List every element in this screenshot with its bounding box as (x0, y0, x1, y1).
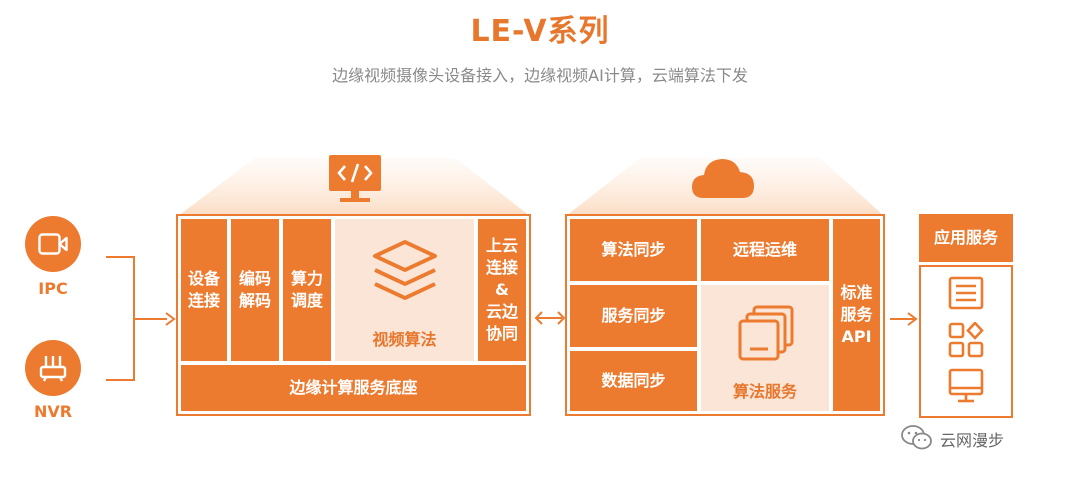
nvr-label: NVR (33, 402, 73, 421)
page-subtitle: 边缘视频摄像头设备接入，边缘视频AI计算，云端算法下发 (332, 66, 748, 85)
service-sync-cell: 服务同步 (570, 285, 697, 347)
nvr-connector (106, 379, 134, 381)
arrow-right-icon (165, 312, 176, 326)
ipc-label: IPC (38, 279, 68, 298)
cloud-icon (692, 159, 754, 198)
stacked-cards-icon (738, 305, 794, 361)
device-to-edge-line (133, 318, 167, 320)
cloud-app-line (890, 318, 914, 320)
monitor-icon (948, 368, 984, 403)
device-access-cell: 设备 连接 (181, 219, 227, 361)
watermark-text: 云网漫步 (940, 431, 1005, 450)
edge-base-cell: 边缘计算服务底座 (181, 365, 526, 411)
video-algorithm-label: 视频算法 (372, 330, 437, 349)
edge-cloud-line (536, 317, 562, 319)
wechat-icon (901, 425, 932, 450)
algo-service-label: 算法服务 (732, 382, 797, 401)
ipc-connector (106, 256, 134, 258)
page-title: LE-V系列 (470, 14, 610, 49)
ipc-camera-icon (25, 216, 81, 272)
codec-cell: 编码 解码 (231, 219, 279, 361)
standard-api-cell: 标准 服务 API (833, 219, 880, 411)
app-services-box (919, 265, 1013, 418)
algo-sync-cell: 算法同步 (570, 219, 697, 281)
remote-ops-cell: 远程运维 (701, 219, 829, 281)
data-sync-cell: 数据同步 (570, 351, 697, 411)
code-monitor-icon (329, 155, 381, 202)
arrow-right-icon (907, 312, 918, 326)
app-services-header: 应用服务 (919, 214, 1013, 262)
nvr-router-icon (25, 340, 81, 396)
bidirectional-arrow-icon (534, 311, 566, 325)
layers-icon (373, 240, 437, 300)
compute-schedule-cell: 算力 调度 (283, 219, 331, 361)
list-document-icon (948, 276, 984, 310)
cloud-link-cell: 上云 连接 & 云边 协同 (478, 219, 526, 361)
apps-grid-icon (948, 322, 984, 358)
